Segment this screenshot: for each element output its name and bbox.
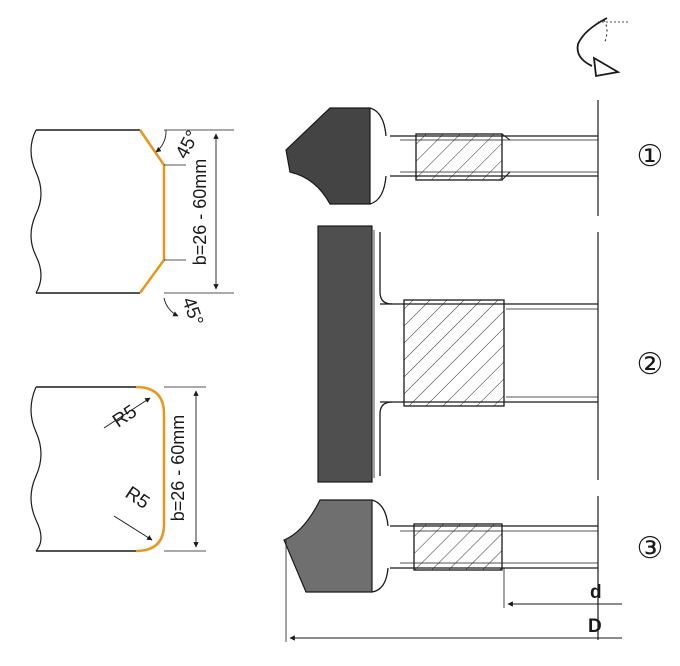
cutter-2-body xyxy=(317,225,373,483)
cutter-1-body xyxy=(285,107,371,205)
chamfer-edge xyxy=(138,129,166,294)
tool-1-marker: ① xyxy=(637,140,664,173)
chamfer-profile: 45° 45° b=26 - 60mm xyxy=(30,127,234,329)
cutter-3-body xyxy=(283,499,373,593)
radius-edge xyxy=(135,385,166,553)
radius-profile: R5 R5 b=26 - 60mm xyxy=(30,385,206,553)
radius-top-label: R5 xyxy=(109,401,141,432)
tool-1-chamfer-cutter xyxy=(285,107,598,205)
radius-bottom-label: R5 xyxy=(121,483,153,514)
tool-3-radius-cutter xyxy=(283,499,598,593)
rotation-direction-icon xyxy=(576,17,628,78)
chamfer-angle-bottom-label: 45° xyxy=(177,295,207,329)
diameter-dimensions: d D xyxy=(285,100,622,642)
large-diameter-label: D xyxy=(588,616,602,637)
radius-height-label: b=26 - 60mm xyxy=(168,415,188,522)
tool-2-marker: ② xyxy=(637,348,664,381)
tool-2-straight-cutter xyxy=(317,225,598,483)
chamfer-height-label: b=26 - 60mm xyxy=(190,159,210,266)
tool-3-marker: ③ xyxy=(637,532,664,565)
chamfer-angle-top-label: 45° xyxy=(172,127,204,162)
small-diameter-label: d xyxy=(590,582,602,603)
